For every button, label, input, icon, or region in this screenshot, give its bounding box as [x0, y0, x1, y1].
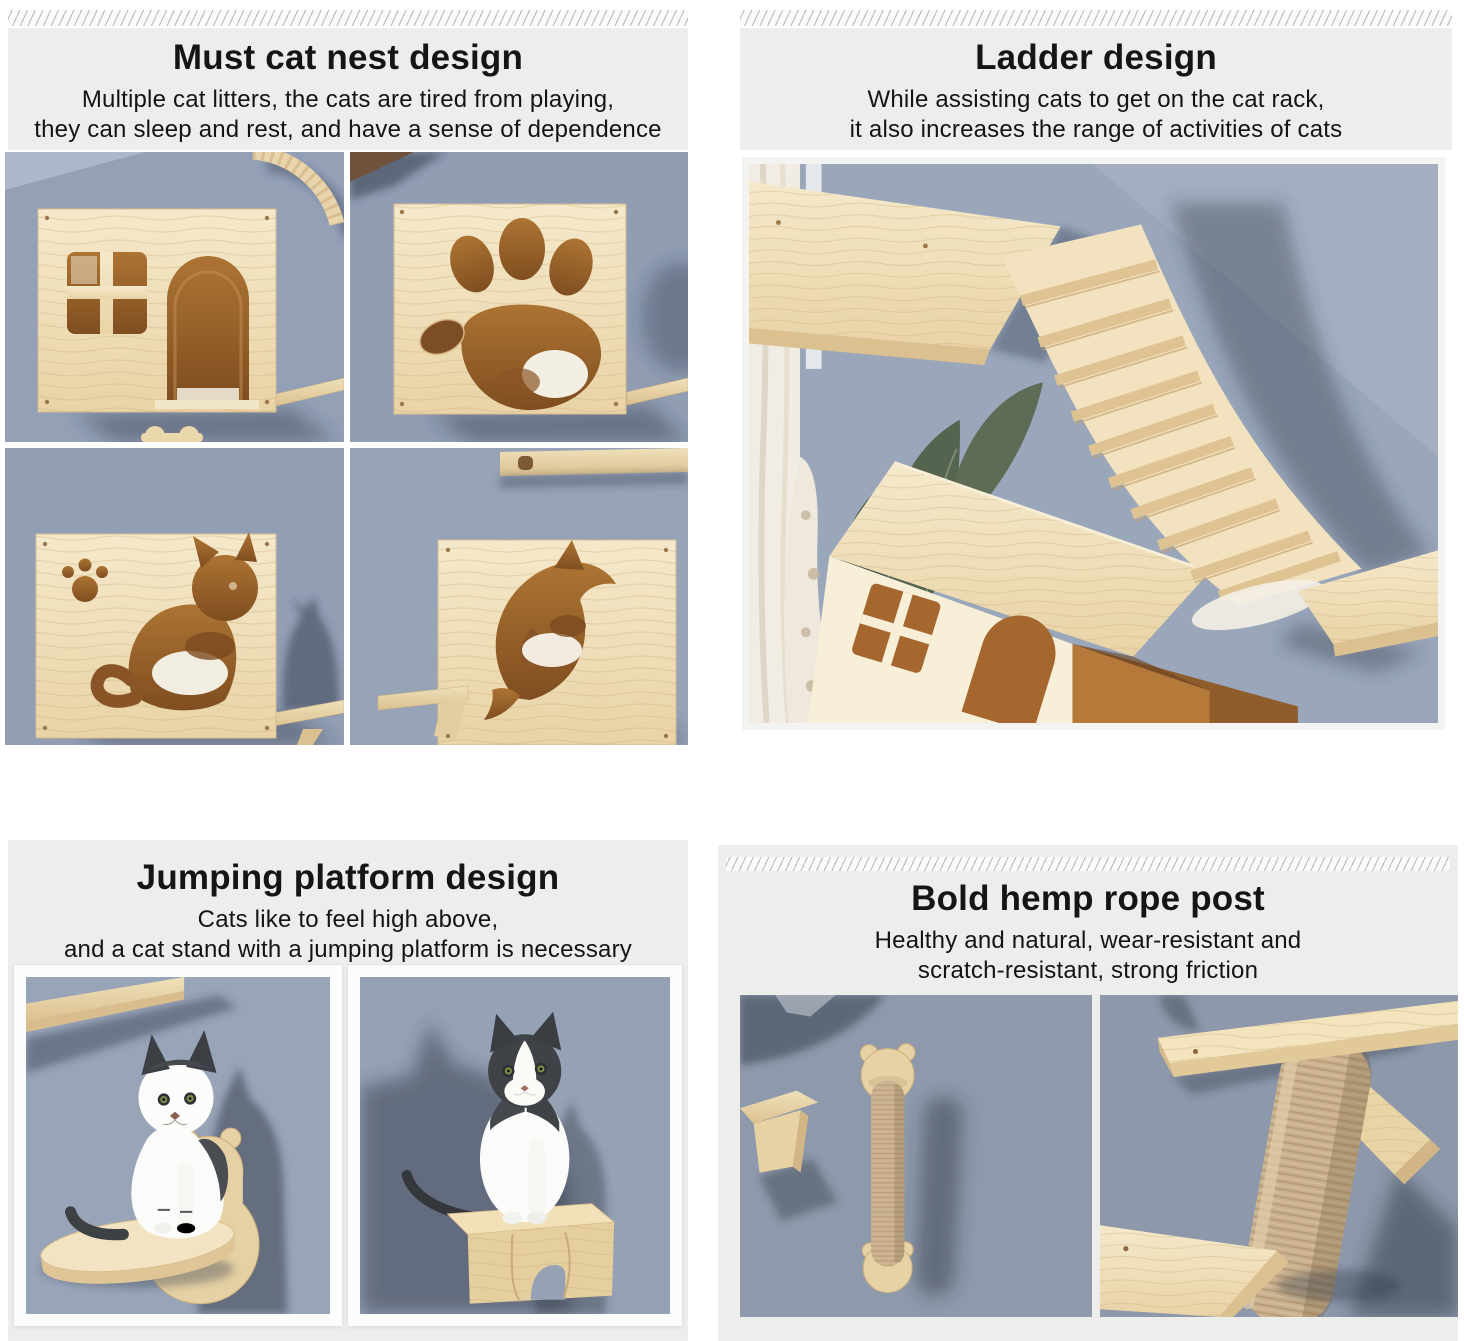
subtitle-line-2: they can sleep and rest, and have a sens… — [34, 115, 662, 143]
photo-kitten-on-round-platform — [13, 964, 343, 1327]
cat-shadow — [282, 596, 339, 710]
step-platform — [446, 1203, 616, 1304]
top-plank — [1157, 1000, 1458, 1077]
kitten — [131, 1030, 229, 1239]
section-subtitle: While assisting cats to get on the cat r… — [740, 85, 1452, 145]
subtitle-line-1: Healthy and natural, wear-resistant and — [874, 927, 1302, 954]
dolphin-cutout — [484, 540, 616, 720]
floral-column — [784, 456, 826, 723]
photo-hemp-rope-post-closeup — [1100, 995, 1458, 1317]
subtitle-line-2: and a cat stand with a jumping platform … — [63, 935, 632, 963]
ladder — [1001, 224, 1362, 631]
section-title: Jumping platform design — [136, 858, 560, 897]
hatch-divider — [8, 10, 688, 26]
bear-ears-trim — [141, 426, 203, 442]
caption-panel: Ladder design While assisting cats to ge… — [740, 28, 1452, 150]
photo-cat-house-window-door — [5, 152, 344, 442]
roof — [829, 461, 1211, 657]
section-subtitle: Cats like to feel high above,and a cat s… — [8, 905, 688, 965]
photo-cat-house-cat-silhouette — [5, 448, 344, 745]
wall-shelf — [26, 977, 185, 1022]
section-subtitle: Multiple cat litters, the cats are tired… — [8, 85, 688, 145]
cat-cutout — [90, 532, 258, 711]
photo-hemp-rope-post-on-wall — [740, 995, 1092, 1317]
kitten-tail — [65, 1206, 129, 1241]
hatch-divider — [726, 857, 1450, 871]
section-title: Bold hemp rope post — [911, 879, 1265, 918]
rope-post — [859, 1043, 916, 1294]
section-title: Ladder design — [975, 38, 1217, 77]
section-jumping-platform: Jumping platform design Cats like to fee… — [0, 840, 690, 1341]
photo-wooden-ladder-bridge — [742, 157, 1445, 730]
lower-platform — [1100, 1225, 1289, 1317]
section-title: Must cat nest design — [172, 38, 524, 77]
ladder-shadow — [1170, 203, 1431, 574]
post-shadow — [915, 1096, 964, 1296]
hatch-divider — [740, 10, 1452, 26]
subtitle-line-2: it also increases the range of activitie… — [849, 115, 1343, 143]
section-cat-nest: Must cat nest design Multiple cat litter… — [0, 0, 690, 750]
caption-panel: Must cat nest design Multiple cat litter… — [8, 28, 688, 150]
photo-cat-house-paw-cutout — [350, 152, 688, 442]
house-front — [807, 556, 1073, 723]
section-hemp-rope: Bold hemp rope post Healthy and natural,… — [718, 845, 1458, 1341]
subtitle-line-1: Multiple cat litters, the cats are tired… — [81, 86, 615, 113]
subtitle-line-1: While assisting cats to get on the cat r… — [867, 86, 1325, 113]
photo-cat-house-dolphin-cutout — [350, 448, 688, 745]
section-ladder: Ladder design While assisting cats to ge… — [732, 0, 1464, 750]
subtitle-line-2: scratch-resistant, strong friction — [917, 956, 1259, 984]
subtitle-line-1: Cats like to feel high above, — [197, 906, 499, 933]
photo-kitten-on-step-platform — [347, 964, 683, 1327]
corner-shelf — [740, 1090, 838, 1222]
kitten — [479, 1011, 570, 1225]
small-paw-cutout — [62, 558, 108, 602]
